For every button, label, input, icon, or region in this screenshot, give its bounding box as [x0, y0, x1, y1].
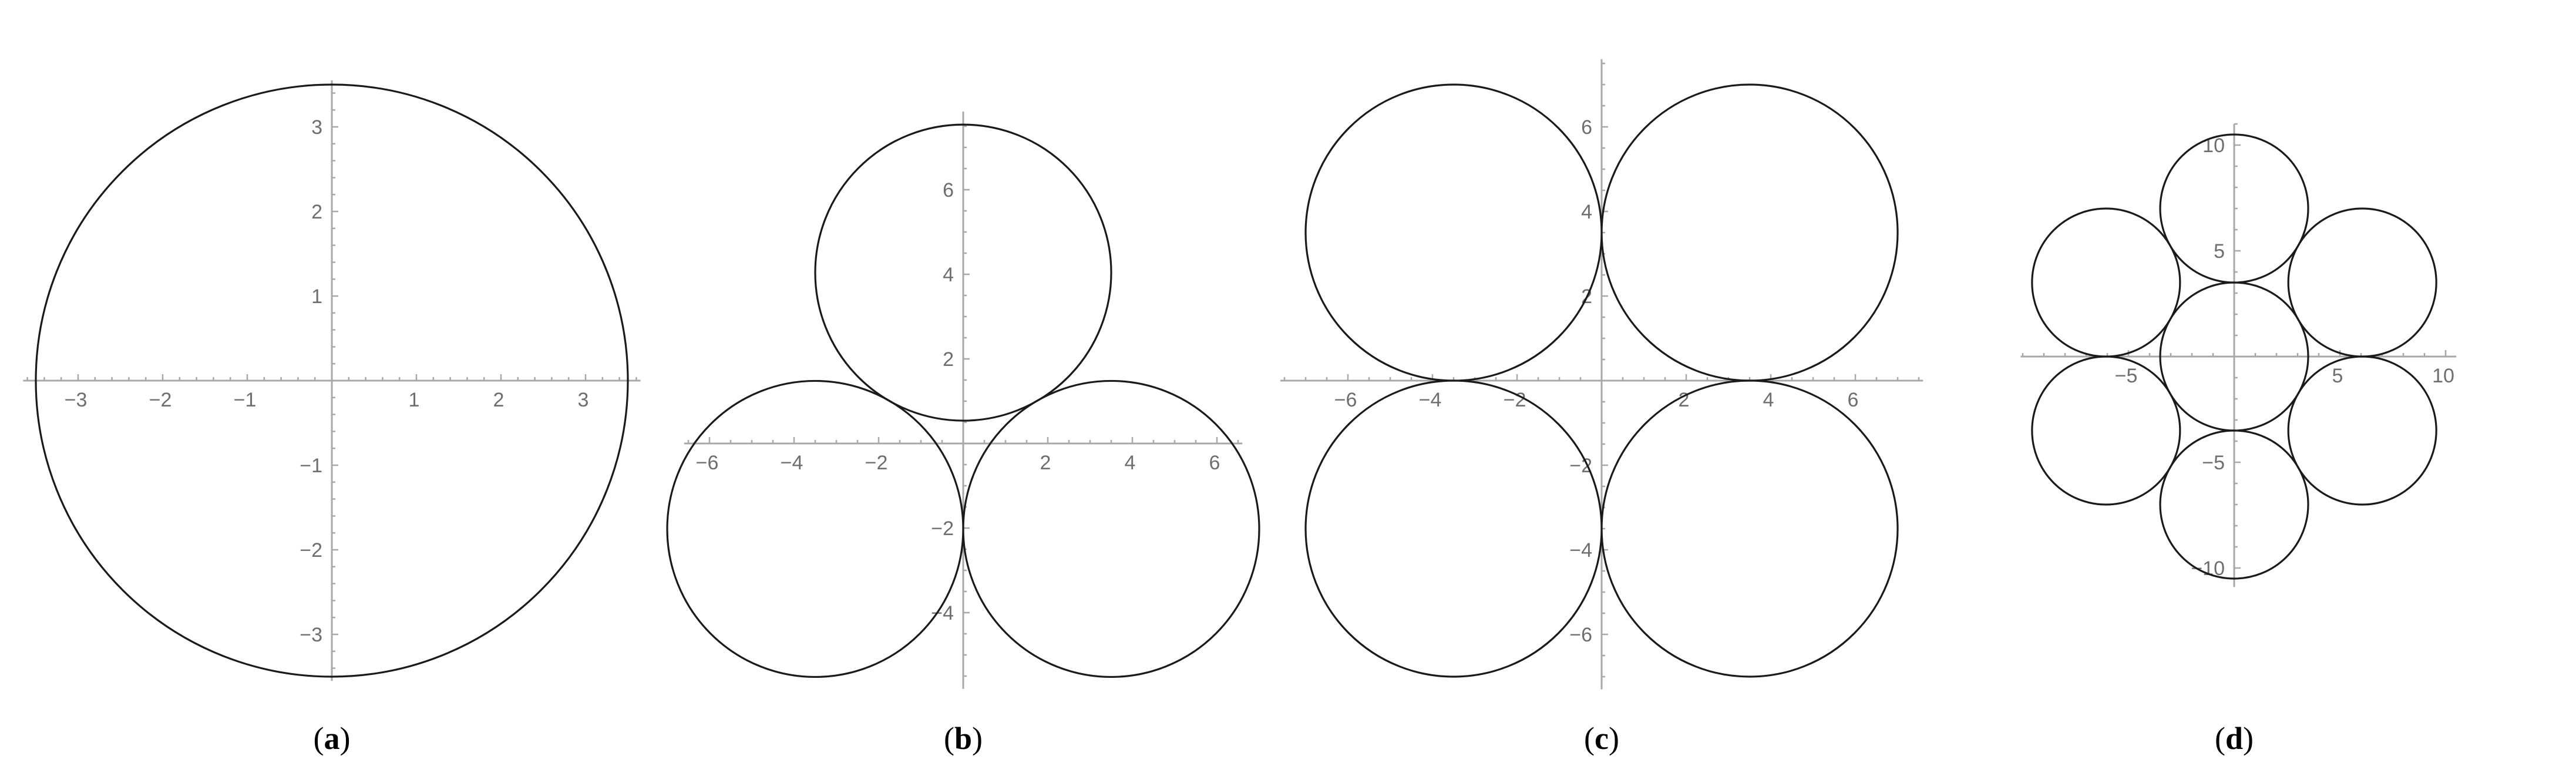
x-tick-label: −1: [234, 389, 257, 411]
y-tick-label: −4: [1569, 539, 1592, 562]
circle: [814, 123, 1112, 422]
x-tick-label: −5: [2115, 365, 2138, 387]
caption-b: (b): [944, 721, 983, 756]
x-tick-label: 4: [1763, 389, 1774, 411]
x-tick-label: 2: [1679, 389, 1690, 411]
x-tick-label: −4: [1419, 389, 1442, 411]
circle: [666, 379, 964, 678]
y-tick-label: 5: [2214, 240, 2225, 263]
x-tick-label: 2: [1040, 452, 1051, 474]
y-tick-label: 2: [943, 348, 954, 371]
x-tick-label: −2: [1504, 389, 1526, 411]
caption-d: (d): [2215, 721, 2254, 756]
circle: [2159, 429, 2309, 580]
x-tick-label: 6: [1209, 452, 1220, 474]
y-tick-label: 4: [1581, 201, 1592, 223]
y-tick-label: 2: [311, 201, 322, 223]
circle: [962, 379, 1260, 678]
circle: [2031, 355, 2181, 506]
x-tick-label: −6: [1334, 389, 1357, 411]
y-tick-label: −2: [300, 539, 322, 562]
x-tick-label: 10: [2432, 365, 2454, 387]
y-tick-label: 1: [311, 285, 322, 308]
x-tick-label: −2: [865, 452, 888, 474]
x-tick-label: −6: [696, 452, 719, 474]
x-tick-label: 2: [493, 389, 505, 411]
y-tick-label: −2: [931, 517, 954, 540]
x-tick-label: 6: [1848, 389, 1859, 411]
circle: [1304, 83, 1603, 382]
x-tick-label: −3: [65, 389, 88, 411]
y-tick-label: −5: [2202, 452, 2225, 474]
y-tick-label: 6: [1581, 116, 1592, 139]
y-tick-label: −2: [1569, 455, 1592, 477]
circle: [35, 83, 629, 678]
caption-a: (a): [314, 721, 351, 756]
circle: [2287, 355, 2437, 506]
y-tick-label: −3: [300, 624, 322, 646]
panel-a: −3 −2 −1 1 2 3 −3 −2 −1 1 2 3: [23, 80, 641, 681]
x-tick-label: 3: [578, 389, 589, 411]
x-tick-label: 1: [409, 389, 420, 411]
caption-c: (c): [1584, 721, 1619, 756]
y-tick-label: −1: [300, 455, 322, 477]
circle: [1600, 379, 1899, 678]
y-tick-label: −6: [1569, 624, 1592, 646]
circle: [2287, 207, 2437, 358]
circle: [1600, 83, 1899, 382]
x-tick-label: −4: [781, 452, 803, 474]
x-tick-label: −2: [149, 389, 172, 411]
y-tick-label: 6: [943, 179, 954, 201]
y-tick-label: 3: [311, 116, 322, 139]
x-tick-label: 5: [2332, 365, 2343, 387]
x-tick-label: 4: [1125, 452, 1136, 474]
circle: [2159, 133, 2309, 284]
circle: [2031, 207, 2181, 358]
circle: [1304, 379, 1603, 678]
y-tick-label: 4: [943, 264, 954, 286]
